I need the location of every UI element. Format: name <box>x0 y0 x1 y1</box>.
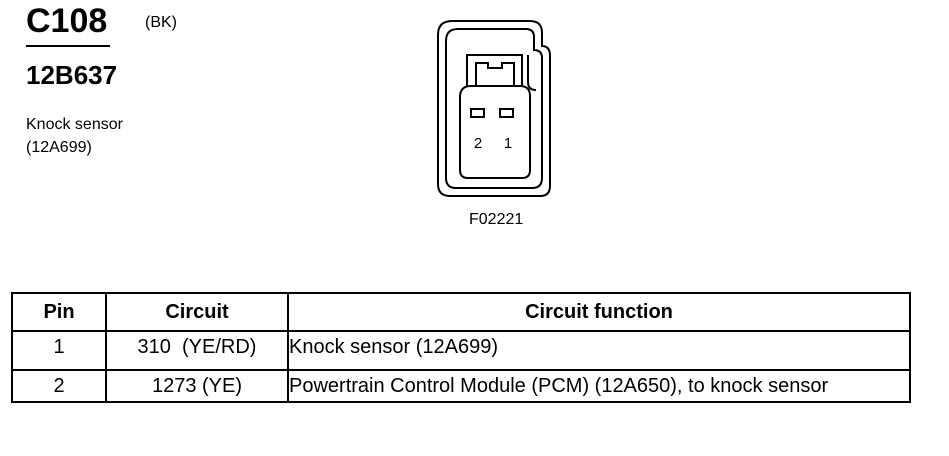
pin-1-terminal <box>499 108 514 118</box>
pin-2-terminal <box>470 108 485 118</box>
connector-inner-shell <box>445 28 543 189</box>
header-circuit: Circuit <box>105 292 289 332</box>
cell-function: Knock sensor (12A699) <box>287 330 911 371</box>
figure-code: F02221 <box>469 211 524 228</box>
header-circuit-function: Circuit function <box>287 292 911 332</box>
cell-circuit: 310 (YE/RD) <box>105 330 289 371</box>
locking-tab <box>466 54 523 86</box>
connector-color-code: (BK) <box>145 14 177 31</box>
pin-label-1: 1 <box>504 135 512 152</box>
header-pin: Pin <box>11 292 107 332</box>
table-row: 1 310 (YE/RD) Knock sensor (12A699) <box>11 330 911 371</box>
table-row: 2 1273 (YE) Powertrain Control Module (P… <box>11 369 911 403</box>
connector-face-diagram: 2 1 <box>437 20 551 197</box>
connector-outer-shell <box>437 20 551 197</box>
connector-insert-outline <box>459 85 531 179</box>
component-description: Knock sensor <box>26 116 123 133</box>
connector-id-underline <box>26 45 110 47</box>
table-header-row: Pin Circuit Circuit function <box>11 292 911 332</box>
connector-id: C108 <box>26 2 108 40</box>
part-number: 12B637 <box>26 60 118 90</box>
pin-table: Pin Circuit Circuit function 1 310 (YE/R… <box>11 292 911 403</box>
cell-function: Powertrain Control Module (PCM) (12A650)… <box>287 369 911 403</box>
pin-label-2: 2 <box>474 135 482 152</box>
cell-pin: 2 <box>11 369 107 403</box>
polarization-rib <box>527 55 537 91</box>
cell-pin: 1 <box>11 330 107 371</box>
component-part-number: (12A699) <box>26 139 92 156</box>
cell-circuit: 1273 (YE) <box>105 369 289 403</box>
